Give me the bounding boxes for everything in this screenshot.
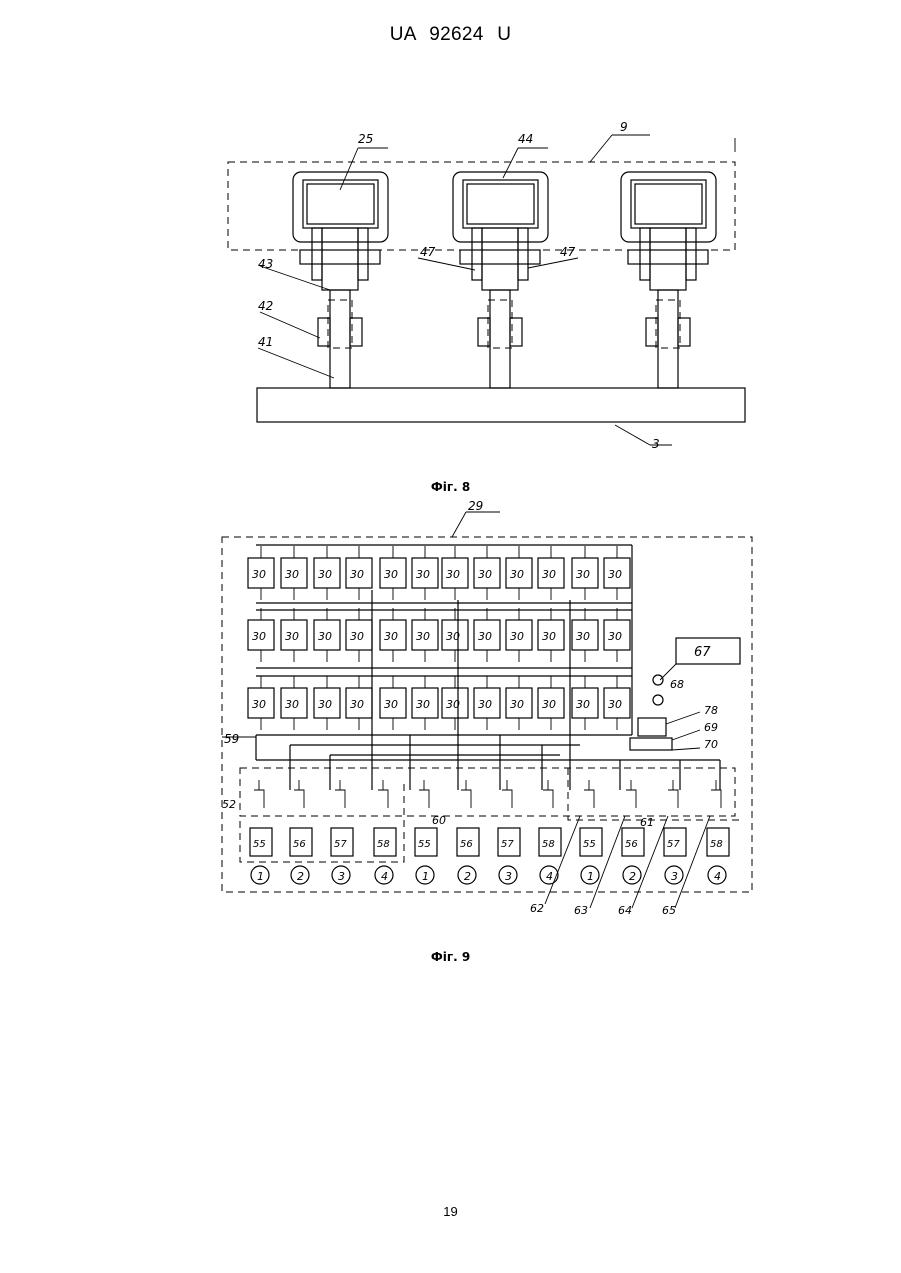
output-connector (668, 780, 678, 808)
cell-30-label: 30 (478, 630, 492, 643)
fig9-label-62: 62 (530, 902, 544, 915)
cell-30-label: 30 (252, 698, 266, 711)
output-block-label: 58 (542, 839, 555, 850)
fig9-label-64: 64 (618, 904, 632, 917)
cell-30-label: 30 (542, 568, 556, 581)
phase-label: 3 (505, 870, 512, 883)
output-connector (294, 780, 304, 808)
phase-label: 2 (464, 870, 471, 883)
cell-30-label: 30 (350, 630, 364, 643)
cell-30-label: 30 (446, 698, 460, 711)
phase-label: 4 (714, 870, 721, 883)
phase-label: 4 (381, 870, 388, 883)
cell-30-label: 30 (478, 568, 492, 581)
output-block-label: 57 (334, 839, 347, 850)
output-block-label: 56 (625, 839, 638, 850)
cell-30-label: 30 (350, 568, 364, 581)
cell-30-label: 30 (576, 698, 590, 711)
cell-30-label: 30 (318, 568, 332, 581)
cell-30-label: 30 (510, 698, 524, 711)
output-connector (378, 780, 388, 808)
output-block-label: 56 (293, 839, 306, 850)
fig9-label-68: 68 (670, 678, 684, 691)
output-block-label: 57 (667, 839, 680, 850)
output-block-label: 55 (583, 839, 596, 850)
cell-30-label: 30 (416, 568, 430, 581)
phase-label: 2 (629, 870, 636, 883)
output-connector (461, 780, 471, 808)
fig9-label-70: 70 (704, 738, 718, 751)
output-connector (543, 780, 553, 808)
output-connector (584, 780, 594, 808)
fig9-label-63: 63 (574, 904, 588, 917)
fig9-label-60: 60 (432, 814, 446, 827)
fig9-label-52: 52 (222, 798, 236, 811)
phase-label: 1 (257, 870, 264, 883)
cell-30-label: 30 (384, 568, 398, 581)
phase-label: 1 (587, 870, 594, 883)
phase-label: 3 (671, 870, 678, 883)
cell-30-label: 30 (542, 630, 556, 643)
cell-30-label: 30 (608, 698, 622, 711)
output-block-label: 55 (418, 839, 431, 850)
cell-30-label: 30 (252, 630, 266, 643)
cell-30-label: 30 (285, 630, 299, 643)
fig9-label-61: 61 (640, 816, 654, 829)
cell-30-label: 30 (510, 568, 524, 581)
cell-30-label: 30 (542, 698, 556, 711)
cell-30-label: 30 (608, 630, 622, 643)
output-connector (254, 780, 264, 808)
cell-30-label: 30 (478, 698, 492, 711)
cell-30-label: 30 (608, 568, 622, 581)
cell-30-label: 30 (446, 630, 460, 643)
cell-30-label: 30 (384, 698, 398, 711)
output-block-label: 58 (710, 839, 723, 850)
fig9-label-59: 59 (224, 732, 239, 746)
cell-30-label: 30 (384, 630, 398, 643)
cell-30-label: 30 (416, 630, 430, 643)
phase-label: 2 (297, 870, 304, 883)
fig9-label-65: 65 (662, 904, 676, 917)
output-connector (502, 780, 512, 808)
fig9-label-67: 67 (694, 645, 711, 660)
output-block-label: 57 (501, 839, 514, 850)
fig9-label-69: 69 (704, 721, 718, 734)
output-block-label: 56 (460, 839, 473, 850)
output-connector (626, 780, 636, 808)
cell-30-label: 30 (285, 568, 299, 581)
phase-label: 1 (422, 870, 429, 883)
cell-30-label: 30 (350, 698, 364, 711)
phase-label: 4 (546, 870, 553, 883)
output-connector (335, 780, 345, 808)
fig9-label-29: 29 (468, 499, 483, 513)
output-block-label: 58 (377, 839, 390, 850)
page-number: 19 (0, 1204, 901, 1219)
cell-30-label: 30 (510, 630, 524, 643)
phase-label: 3 (338, 870, 345, 883)
cell-30-label: 30 (318, 630, 332, 643)
cell-30-label: 30 (576, 630, 590, 643)
output-connector (419, 780, 429, 808)
cell-30-label: 30 (576, 568, 590, 581)
fig9-grid: 30 30 30 30 30 30 30 30 30 30 30 30 30 30 30 30 30 30 30 30… (248, 546, 729, 884)
cell-30-label: 30 (318, 698, 332, 711)
figure-9-caption: Фіг. 9 (0, 950, 901, 964)
cell-30-label: 30 (252, 568, 266, 581)
output-block-label: 55 (253, 839, 266, 850)
cell-30-label: 30 (285, 698, 299, 711)
cell-30-label: 30 (446, 568, 460, 581)
cell-30-label: 30 (416, 698, 430, 711)
fig9-label-78: 78 (704, 704, 718, 717)
